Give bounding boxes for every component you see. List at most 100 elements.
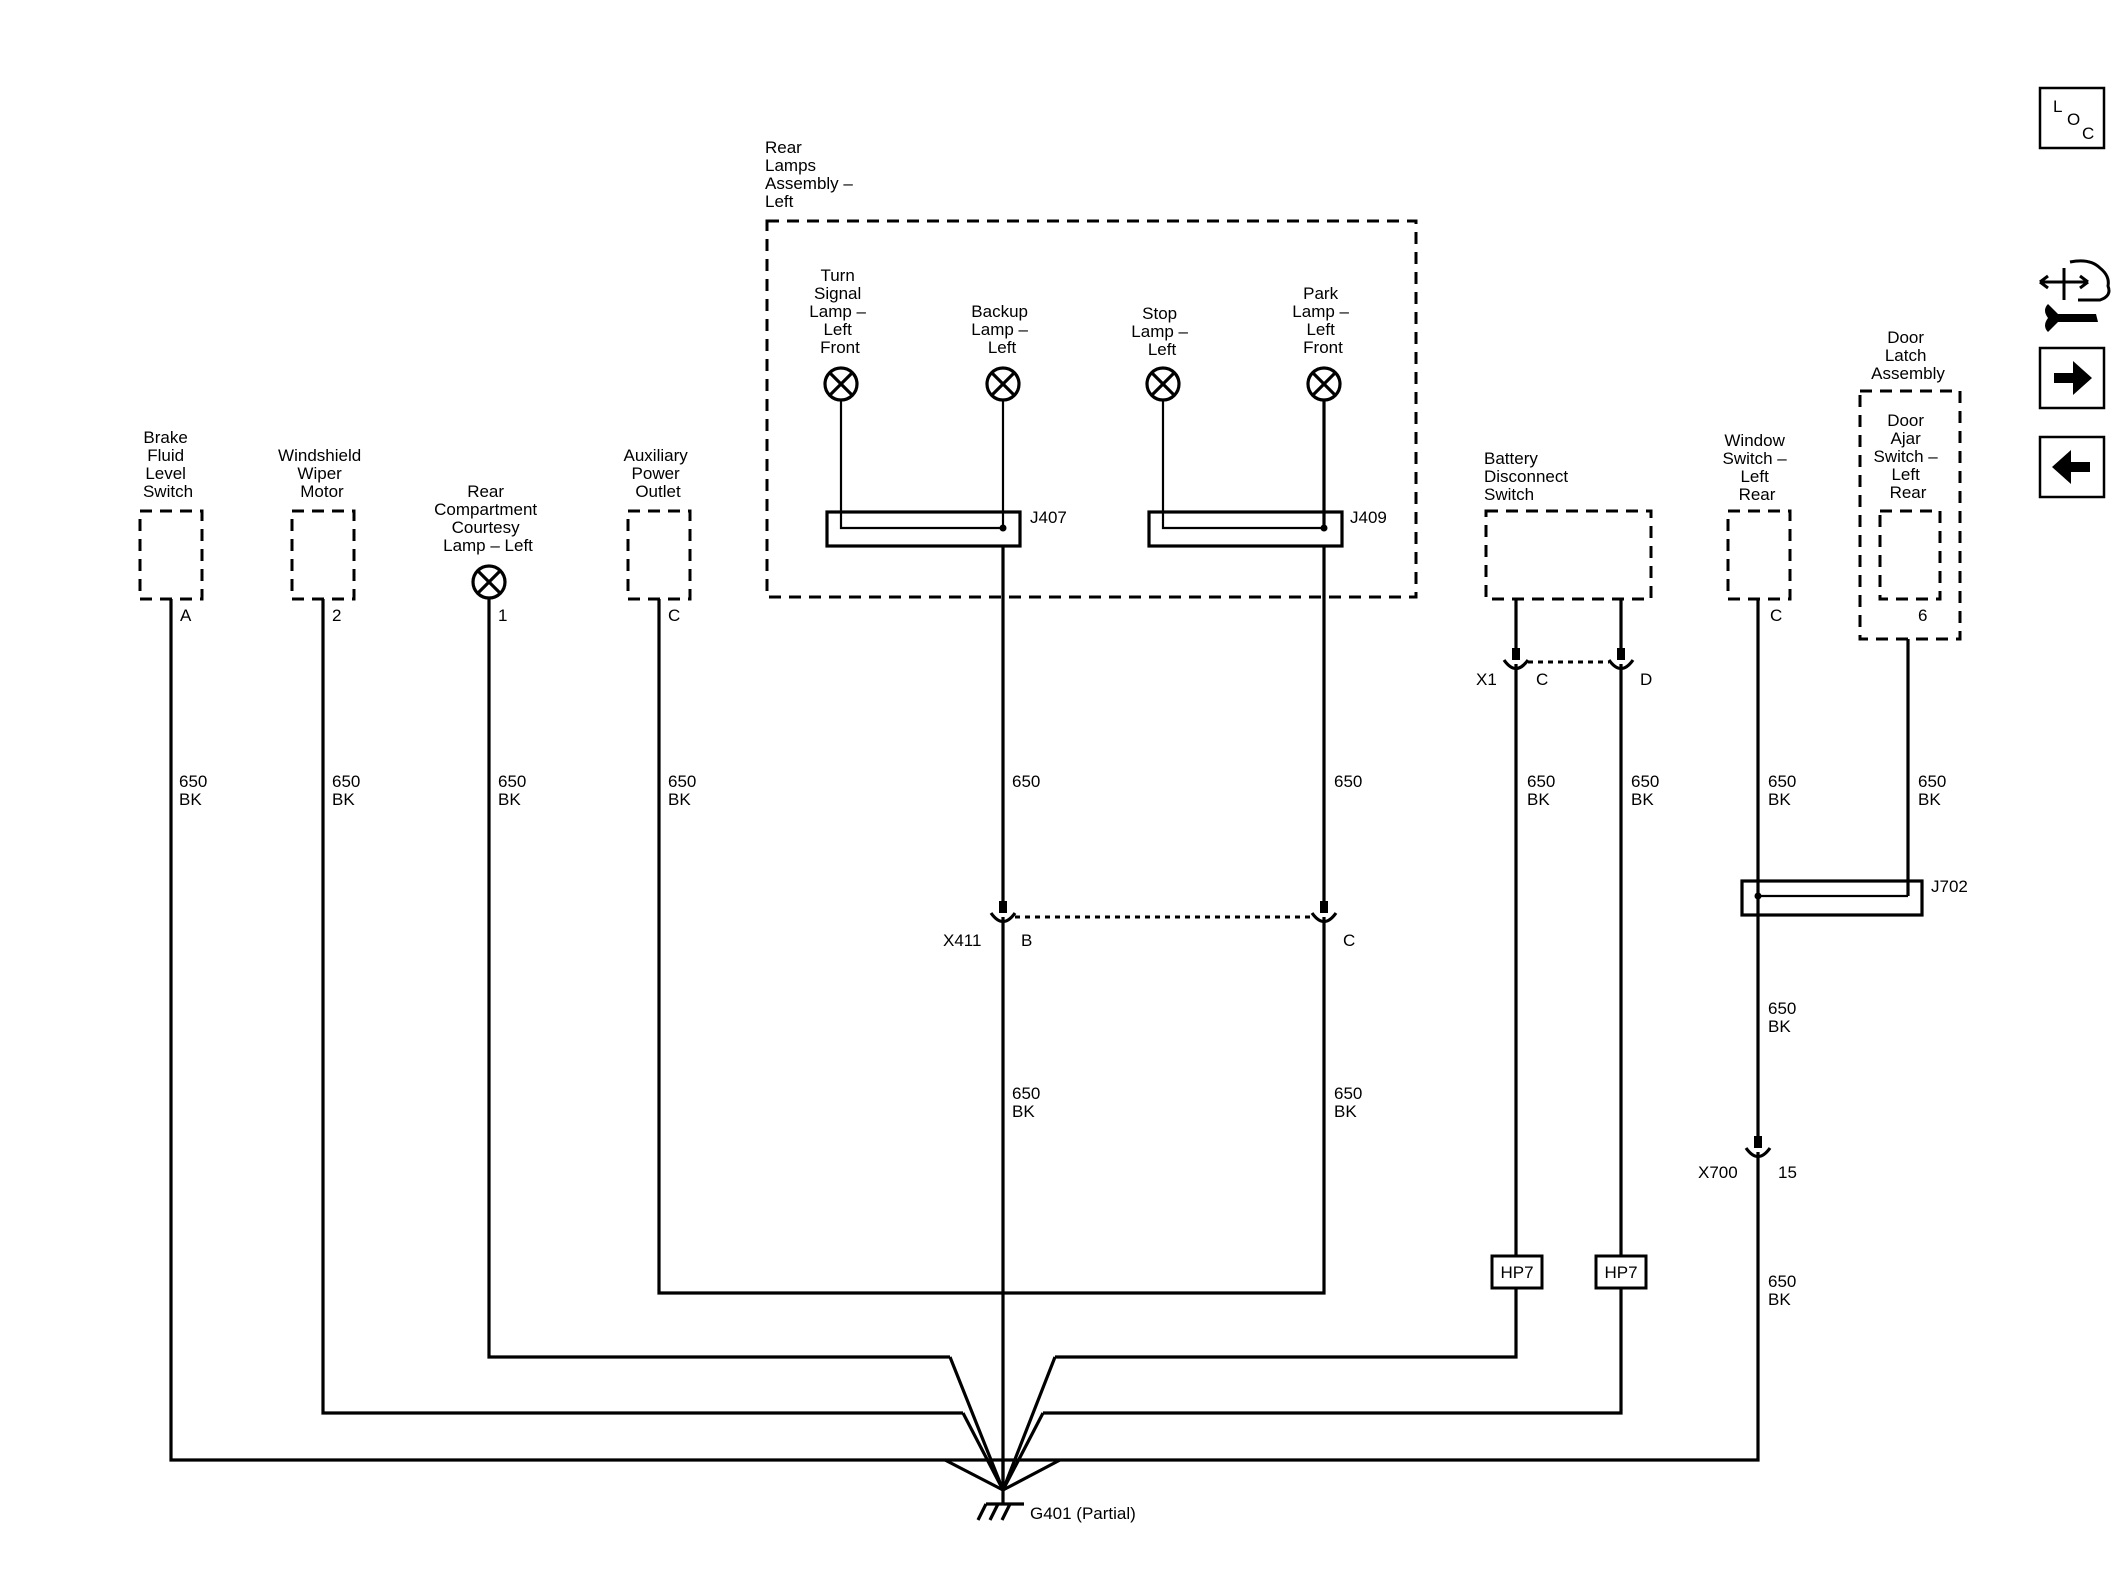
brake-fluid-switch-box <box>138 509 204 601</box>
svg-text:BK: BK <box>179 790 202 809</box>
wire-label-aux: 650 BK <box>668 772 696 809</box>
svg-text:C: C <box>2082 124 2094 143</box>
wire-label-park-upper: 650 <box>1334 772 1362 791</box>
connector-j409-label: J409 <box>1350 508 1387 527</box>
label-rear-lamps-assembly: Rear Lamps Assembly – Left <box>765 138 858 211</box>
connector-x700 <box>1744 1136 1772 1159</box>
pin-x1-c: C <box>1536 670 1548 689</box>
wiper-motor-box <box>290 509 356 601</box>
label-battery-disconnect: Battery Disconnect Switch <box>1484 449 1573 504</box>
forward-button[interactable] <box>2038 346 2106 410</box>
svg-text:BK: BK <box>668 790 691 809</box>
splice-pack-j407 <box>825 400 1022 548</box>
wire-label-window-upper: 650 BK <box>1768 772 1796 809</box>
pin-aux-c: C <box>668 606 680 625</box>
courtesy-lamp-symbol <box>471 564 507 600</box>
splice-hp7-right <box>1594 1254 1648 1290</box>
wire-label-window-lower: 650 BK <box>1768 1272 1796 1309</box>
wire-courtesy-lamp <box>487 598 950 1359</box>
svg-text:650: 650 <box>668 772 696 791</box>
svg-text:BK: BK <box>1012 1102 1035 1121</box>
svg-text:650: 650 <box>1631 772 1659 791</box>
svg-text:650: 650 <box>1334 772 1362 791</box>
svg-text:BK: BK <box>1334 1102 1357 1121</box>
wire-windshield-wiper <box>321 599 963 1415</box>
back-button[interactable] <box>2038 435 2106 499</box>
connector-x411-label: X411 <box>943 931 981 950</box>
component-locator-icon[interactable] <box>2036 256 2112 332</box>
arrow-left-icon <box>2052 450 2090 484</box>
pin-window-c: C <box>1770 606 1782 625</box>
label-backup-lamp: Backup Lamp – Left <box>971 302 1032 357</box>
svg-text:BK: BK <box>1527 790 1550 809</box>
wire-label-battery-c: 650 BK <box>1527 772 1555 809</box>
label-window-switch: Window Switch – Left Rear <box>1723 431 1792 504</box>
wire-label-backup-lower: 650 BK <box>1012 1084 1040 1121</box>
svg-text:650: 650 <box>332 772 360 791</box>
svg-text:650: 650 <box>179 772 207 791</box>
connector-x1 <box>1502 648 1635 671</box>
wire-label-battery-d: 650 BK <box>1631 772 1659 809</box>
splice-hp7-right-label: HP7 <box>1604 1263 1637 1282</box>
label-windshield-wiper: Windshield Wiper Motor <box>278 446 366 501</box>
wire-label-park-lower: 650 BK <box>1334 1084 1362 1121</box>
svg-text:650: 650 <box>1012 1084 1040 1103</box>
connector-x1-label: X1 <box>1476 670 1497 689</box>
svg-text:650: 650 <box>498 772 526 791</box>
wire-label-wiper: 650 BK <box>332 772 360 809</box>
label-brake-fluid: Brake Fluid Level Switch <box>143 428 193 501</box>
svg-text:BK: BK <box>498 790 521 809</box>
wire-aux-power <box>657 599 1326 1295</box>
svg-text:O: O <box>2067 110 2080 129</box>
door-ajar-switch-box <box>1878 509 1942 601</box>
wire-label-window-mid: 650 BK <box>1768 999 1796 1036</box>
connector-j407-label: J407 <box>1030 508 1067 527</box>
label-door-latch-assembly: Door Latch Assembly <box>1871 328 1945 383</box>
wire-label-door-ajar: 650 BK <box>1918 772 1946 809</box>
label-auxiliary-power: Auxiliary Power Outlet <box>624 446 693 501</box>
splice-hp7-left-label: HP7 <box>1500 1263 1533 1282</box>
wire-label-courtesy: 650 BK <box>498 772 526 809</box>
label-stop-lamp: Stop Lamp – Left <box>1131 304 1192 359</box>
svg-text:BK: BK <box>1768 1290 1791 1309</box>
ground-fan-lines <box>944 1356 1061 1492</box>
ground-g401-label: G401 (Partial) <box>1030 1504 1136 1523</box>
svg-text:650: 650 <box>1012 772 1040 791</box>
connector-x700-label: X700 <box>1698 1163 1738 1182</box>
wire-x700-to-ground <box>1003 1152 1760 1462</box>
svg-text:BK: BK <box>1918 790 1941 809</box>
pin-brake-a: A <box>180 606 192 625</box>
splice-pack-j409 <box>1147 400 1344 548</box>
label-turn-signal-lamp: Turn Signal Lamp – Left Front <box>809 266 870 357</box>
connector-j702-label: J702 <box>1931 877 1968 896</box>
pin-door-ajar-6: 6 <box>1918 606 1927 625</box>
svg-text:650: 650 <box>1768 1272 1796 1291</box>
loc-button[interactable]: L O C <box>2038 86 2106 150</box>
wire-brake-fluid <box>169 599 1003 1462</box>
pin-x411-c: C <box>1343 931 1355 950</box>
backup-lamp-symbol <box>985 366 1021 402</box>
svg-text:650: 650 <box>1768 999 1796 1018</box>
park-lamp-symbol <box>1306 366 1342 402</box>
wire-hp7-left-to-ground <box>1055 1288 1518 1359</box>
wire-label-backup-upper: 650 <box>1012 772 1040 791</box>
svg-text:650: 650 <box>1527 772 1555 791</box>
svg-text:BK: BK <box>1768 1017 1791 1036</box>
splice-hp7-left <box>1490 1254 1544 1290</box>
aux-power-outlet-box <box>626 509 692 601</box>
rear-lamps-assembly-box <box>765 219 1418 599</box>
svg-text:BK: BK <box>1631 790 1654 809</box>
connector-x411 <box>989 901 1338 924</box>
svg-text:650: 650 <box>1768 772 1796 791</box>
battery-disconnect-box <box>1484 509 1653 601</box>
splice-pack-j702 <box>1740 879 1924 917</box>
wire-label-brake: 650 BK <box>179 772 207 809</box>
svg-text:L: L <box>2053 97 2062 116</box>
stop-lamp-symbol <box>1145 366 1181 402</box>
window-switch-box <box>1726 509 1792 601</box>
pin-wiper-2: 2 <box>332 606 341 625</box>
label-rear-compartment-lamp: Rear Compartment Courtesy Lamp – Left <box>434 482 542 555</box>
pin-x700-15: 15 <box>1778 1163 1797 1182</box>
wire-hp7-right-to-ground <box>1043 1288 1623 1415</box>
